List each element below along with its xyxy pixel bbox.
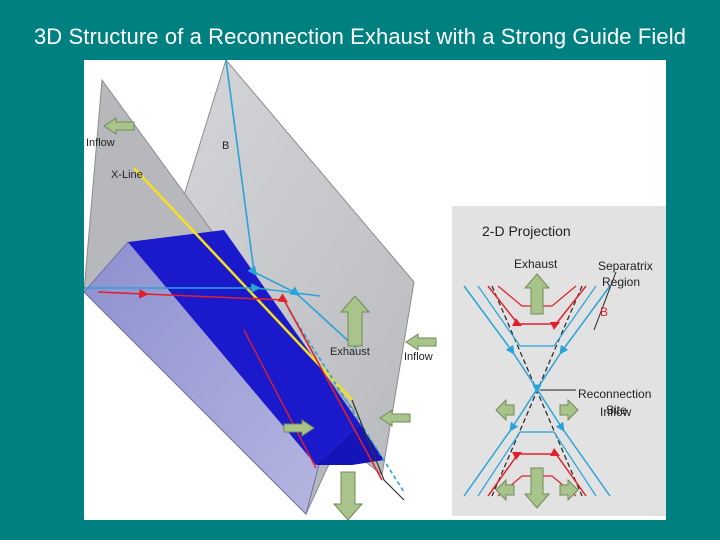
figure-panel: Inflow X-Line B Exhaust Inflow 2-D Proje… [83, 58, 666, 521]
proj-region-label: Region [602, 275, 640, 289]
lower-edge-lines [351, 399, 405, 501]
figure-svg: Inflow X-Line B Exhaust Inflow 2-D Proje… [83, 58, 666, 521]
projection-inset: 2-D Projection [452, 206, 666, 516]
proj-field-blue-2 [532, 285, 611, 497]
proj-field-blue-3 [477, 285, 597, 347]
field-line-red-2 [143, 293, 383, 481]
inflow-arrow-left [103, 117, 135, 135]
proj-reconnection-label: Reconnection [578, 387, 651, 401]
x-line-label: X-Line [111, 169, 143, 181]
inflow-label-left: Inflow [86, 137, 115, 149]
proj-inflow-arrow-left-upper [495, 398, 515, 422]
field-line-blue-1 [225, 59, 357, 349]
x-line [133, 167, 353, 401]
field-line-red-3 [243, 329, 317, 469]
exhaust-region-tip [316, 424, 384, 465]
proj-exhaust-arrow-up [523, 273, 551, 315]
inflow-arrow-lower-left [283, 419, 315, 437]
field-line-red-1 [97, 288, 149, 299]
exhaust-label: Exhaust [330, 346, 370, 358]
proj-inflow-arrow-right-lower [559, 478, 579, 502]
exhaust-arrow-up [339, 295, 371, 347]
proj-field-red-2 [487, 447, 587, 497]
proj-inflow-arrow-right-upper [559, 398, 579, 422]
proj-separatrix-label: Separatrix [598, 259, 653, 273]
proj-field-red-1 [487, 285, 587, 331]
inflow-arrow-right [405, 333, 437, 351]
proj-field-blue-4 [477, 431, 597, 497]
b-field-label: B [222, 140, 229, 152]
inflow-arrow-lower-right [379, 409, 411, 427]
projection-title: 2-D Projection [482, 223, 571, 239]
exhaust-arrow-down [332, 471, 364, 521]
slide-title: 3D Structure of a Reconnection Exhaust w… [33, 24, 687, 49]
field-line-blue-3 [255, 287, 321, 297]
proj-site-label: Site [606, 403, 627, 417]
inflow-label-right: Inflow [404, 351, 433, 363]
proj-inflow-arrow-left-lower [495, 478, 515, 502]
field-line-blue-dashed [288, 309, 405, 493]
proj-exhaust-label: Exhaust [514, 257, 558, 271]
proj-inflow-label: Inflow [600, 405, 632, 419]
proj-b-label: B [600, 305, 608, 319]
separatrix-pointer [593, 271, 617, 331]
proj-exhaust-arrow-down [523, 467, 551, 509]
structure-3d: Inflow X-Line B Exhaust Inflow [83, 58, 437, 521]
